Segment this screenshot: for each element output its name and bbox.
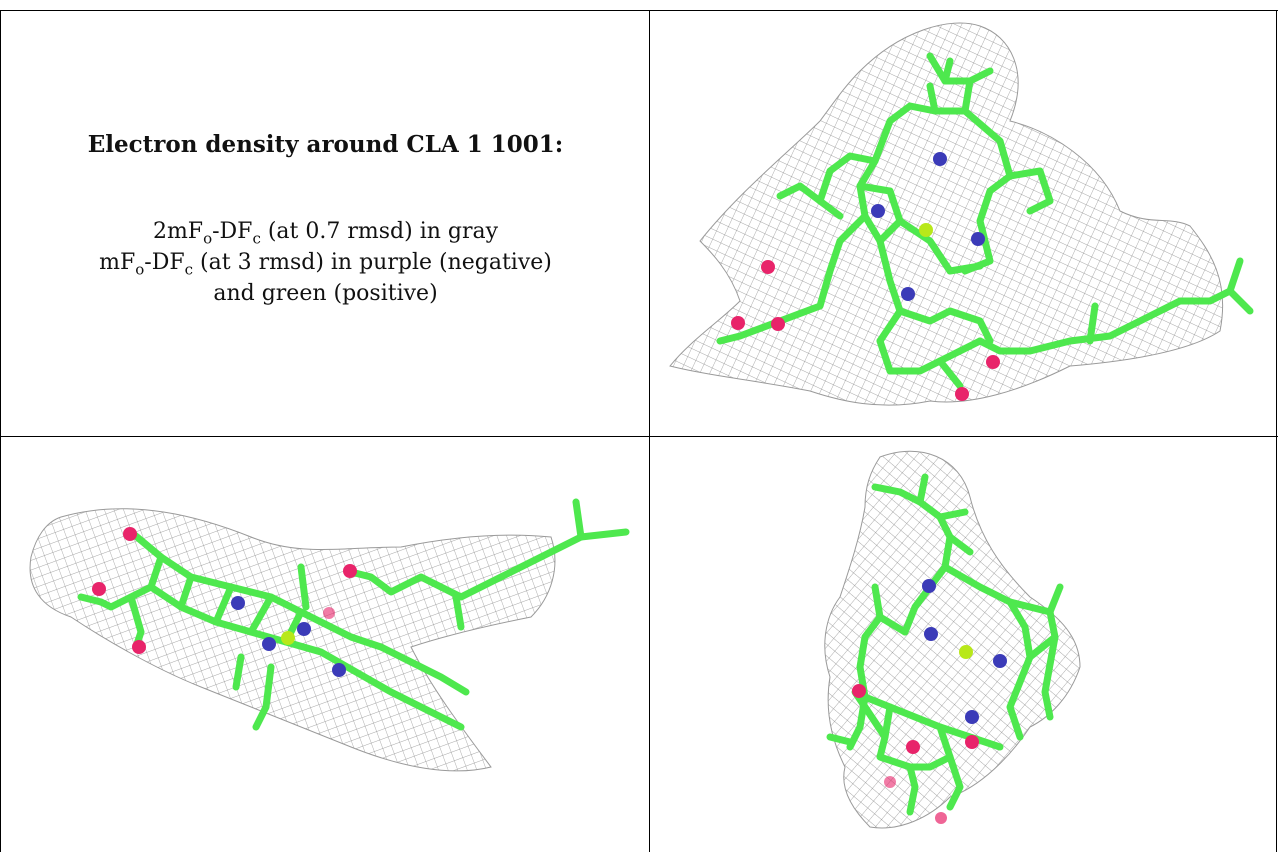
figure-title: Electron density around CLA 1 1001: [87,131,564,158]
border-top [0,10,1278,11]
magnesium-atom [959,645,973,659]
nitrogen-atoms [871,152,985,301]
legend-line-difference: mFo-DFc (at 3 rmsd) in purple (negative) [99,250,552,279]
border-left [0,10,1,852]
density-view-bottom-left [1,437,649,852]
molecule-render-1 [669,22,1254,406]
oxygen-atoms [852,684,979,824]
density-view-top-right [650,11,1276,436]
molecule-render-2 [29,498,630,772]
nitrogen-atoms [231,596,346,677]
legend-line-positive: and green (positive) [213,281,438,306]
border-middle [649,10,650,852]
magnesium-atom [281,631,295,645]
carbon-bonds [77,498,630,731]
legend-cell: Electron density around CLA 1 1001: 2mFo… [1,11,649,436]
border-right [1276,10,1277,852]
carbon-bonds [716,52,1254,390]
border-row-divider [0,436,1278,437]
oxygen-atoms [92,527,357,654]
oxygen-atoms [731,260,1000,401]
legend-line-gray: 2mFo-DFc (at 0.7 rmsd) in gray [152,219,499,248]
molecule-render-3 [824,450,1081,829]
nitrogen-atoms [922,579,1007,724]
magnesium-atom [919,223,933,237]
density-view-bottom-right [650,437,1276,852]
